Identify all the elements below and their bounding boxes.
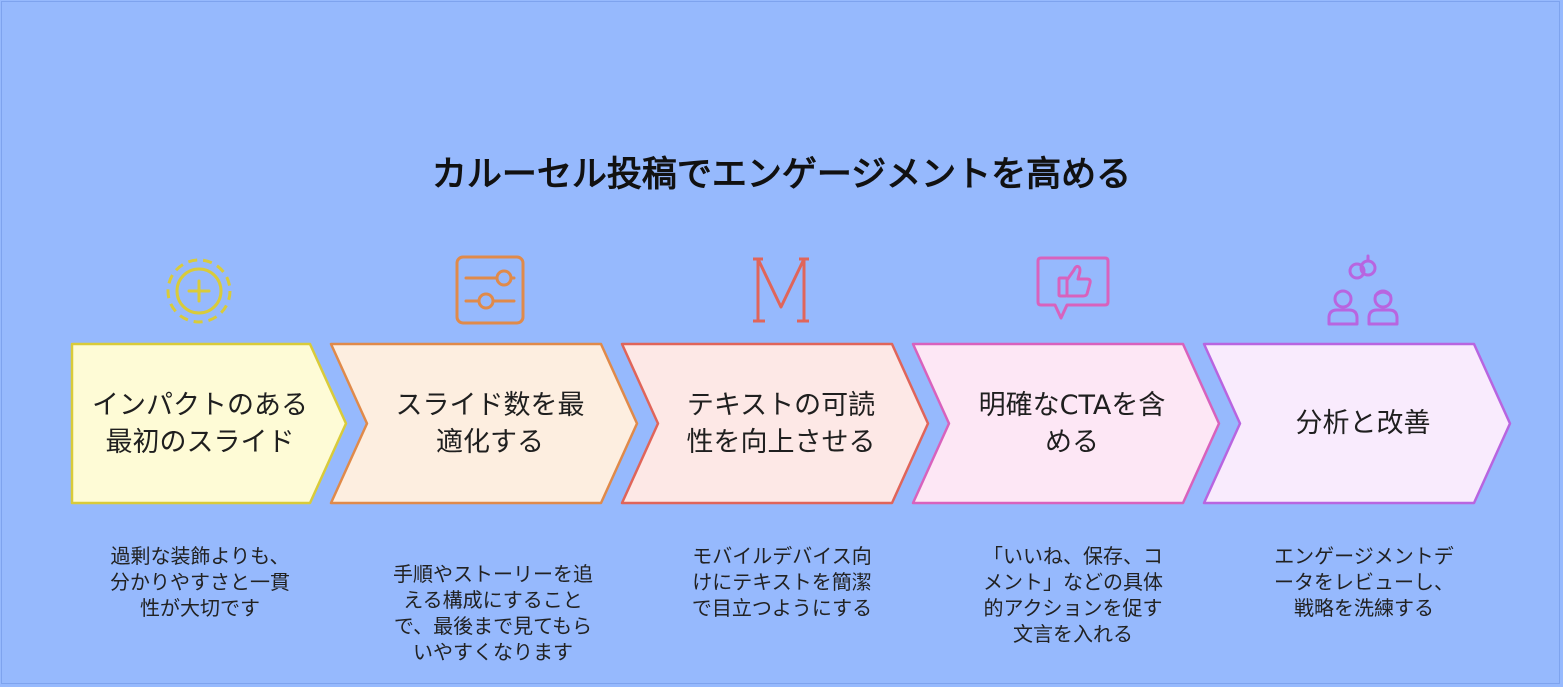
stage-1-description: 過剰な装飾よりも、 分かりやすさと一貫 性が大切です (110, 544, 290, 620)
stage-4: 明確なCTAを含 める (911, 342, 1223, 505)
thumbs-up-bubble-icon (1036, 256, 1110, 320)
stage-3-label: テキストの可読 性を向上させる (686, 389, 876, 458)
stage-2: スライド数を最 適化する (329, 342, 641, 505)
stage-4-arrow (911, 342, 1221, 505)
stage-4-description: 「いいね、保存、コ メント」などの具体 的アクションを促す 文言を入れる (983, 544, 1163, 646)
stage-3-description: モバイルデバイス向 けにテキストを簡潔 で目立つようにする (691, 544, 873, 620)
stage-1: インパクトのある 最初のスライド (70, 342, 350, 505)
letter-m-icon (753, 257, 809, 323)
stage-5-label: 分析と改善 (1295, 408, 1431, 439)
diagram-title: カルーセル投稿でエンゲージメントを高める (431, 155, 1132, 195)
stage-2-description: 手順やストーリーを追 える構成にすること で、最後まで見てもら いやすくなります (393, 562, 593, 664)
stage-5-description: エンゲージメントデ ータをレビューし、 戦略を洗練する (1274, 544, 1454, 620)
people-link-icon (1327, 254, 1399, 326)
stage-3: テキストの可読 性を向上させる (620, 342, 932, 505)
stage-2-label: スライド数を最 適化する (395, 389, 585, 458)
sliders-icon (455, 255, 525, 325)
stage-5: 分析と改善 (1202, 342, 1514, 505)
target-plus-icon (166, 258, 232, 324)
stage-3-arrow (620, 342, 930, 505)
stage-2-arrow (329, 342, 639, 505)
stage-4-label: 明確なCTAを含 める (978, 389, 1166, 458)
stage-5-arrow (1202, 342, 1512, 505)
stage-1-label: インパクトのある 最初のスライド (92, 389, 308, 458)
stage-1-arrow (70, 342, 348, 505)
